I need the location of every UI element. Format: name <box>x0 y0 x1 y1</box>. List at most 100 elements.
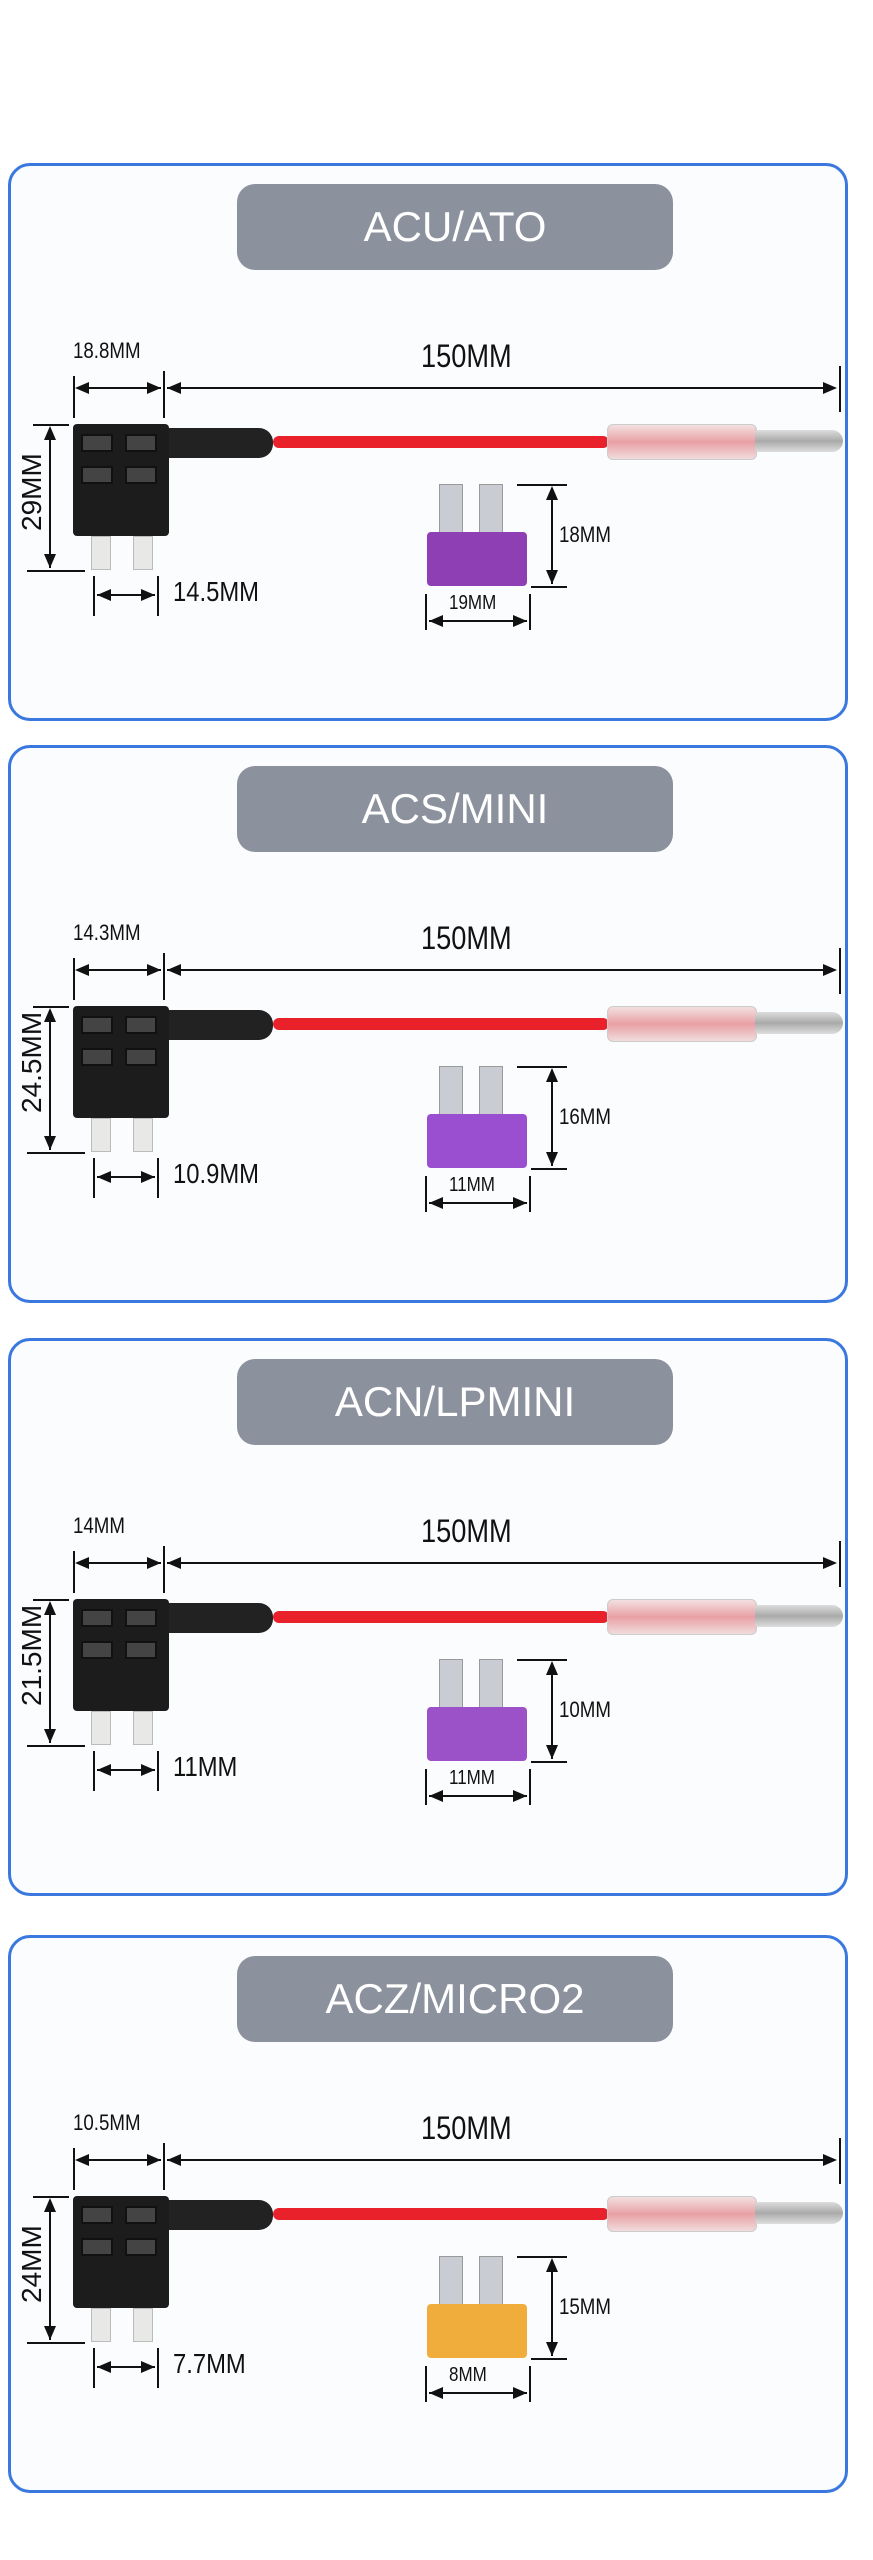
dim-tick <box>157 2348 159 2388</box>
fuse-slot <box>125 2238 157 2256</box>
dim-tick <box>163 953 165 1000</box>
dim-tick <box>163 371 165 418</box>
fuse-tap-panel: ACZ/MICRO2 10.5MM 150MM 24MM <box>8 1935 848 2493</box>
dim-tick <box>425 594 427 630</box>
title-text: ACZ/MICRO2 <box>325 1975 585 2022</box>
arrowhead-icon <box>147 2154 161 2166</box>
blade-prong <box>133 2308 153 2342</box>
fuse-slot <box>125 1016 157 1034</box>
arrowhead-icon <box>167 382 181 394</box>
fuse-width-label: 19MM <box>449 592 497 614</box>
fuse-tap-body <box>73 1599 169 1711</box>
arrowhead-icon <box>546 1661 558 1675</box>
height-label: 24MM <box>16 2225 47 2303</box>
panel-title: ACZ/MICRO2 <box>237 1956 673 2042</box>
prong-width-label: 14.5MM <box>173 576 259 607</box>
height-arrow <box>49 1010 51 1150</box>
fuse-slot <box>81 1016 113 1034</box>
blade-fuse <box>427 1114 527 1168</box>
blade-fuse <box>427 2304 527 2358</box>
fuse-width-arrow <box>429 620 527 622</box>
fuse-tap-body <box>73 1006 169 1118</box>
fuse-height-arrow <box>551 488 553 584</box>
fuse-height-arrow <box>551 1070 553 1166</box>
arrowhead-icon <box>44 1729 56 1743</box>
fuse-width-arrow <box>429 1795 527 1797</box>
panel-title: ACS/MINI <box>237 766 673 852</box>
heat-shrink-boot <box>161 2200 273 2230</box>
heat-shrink-boot <box>161 1010 273 1040</box>
height-label: 21.5MM <box>16 1604 47 1706</box>
dim-tick <box>33 1006 69 1008</box>
arrowhead-icon <box>75 1557 89 1569</box>
fuse-leg <box>479 1659 503 1715</box>
dim-tick <box>425 1176 427 1212</box>
arrowhead-icon <box>429 615 443 627</box>
fuse-slot <box>81 466 113 484</box>
fuse-leg <box>439 2256 463 2312</box>
dim-tick <box>839 366 841 412</box>
arrowhead-icon <box>75 964 89 976</box>
red-wire <box>273 436 609 448</box>
fuse-width-arrow <box>429 1202 527 1204</box>
height-arrow <box>49 2200 51 2340</box>
connector-sleeve <box>607 2196 757 2232</box>
dim-tick <box>425 1769 427 1805</box>
arrowhead-icon <box>167 1557 181 1569</box>
blade-prong <box>91 536 111 570</box>
cable-length-arrow <box>167 1562 835 1564</box>
arrowhead-icon <box>513 1790 527 1802</box>
body-width-arrow <box>77 387 161 389</box>
arrowhead-icon <box>44 1601 56 1615</box>
title-text: ACU/ATO <box>363 203 547 250</box>
dim-tick <box>531 1761 567 1763</box>
dim-tick <box>517 1659 567 1661</box>
red-wire <box>273 1018 609 1030</box>
dim-tick <box>839 1541 841 1587</box>
arrowhead-icon <box>429 1197 443 1209</box>
prong-width-arrow <box>97 1176 155 1178</box>
arrowhead-icon <box>546 486 558 500</box>
blade-prong <box>133 1711 153 1745</box>
arrowhead-icon <box>75 2154 89 2166</box>
fuse-leg <box>479 484 503 540</box>
title-text: ACN/LPMINI <box>334 1378 576 1425</box>
dim-tick <box>73 1551 75 1593</box>
blade-prong <box>91 1711 111 1745</box>
fuse-height-arrow <box>551 1663 553 1759</box>
arrowhead-icon <box>97 1171 111 1183</box>
female-terminal <box>755 430 843 452</box>
arrowhead-icon <box>44 2198 56 2212</box>
fuse-slot <box>125 1048 157 1066</box>
fuse-width-label: 11MM <box>449 1767 495 1789</box>
dim-tick <box>531 586 567 588</box>
fuse-height-label: 16MM <box>559 1104 611 1129</box>
arrowhead-icon <box>75 382 89 394</box>
dim-tick <box>27 570 85 572</box>
fuse-slot <box>125 1641 157 1659</box>
dim-tick <box>73 958 75 1000</box>
blade-prong <box>91 2308 111 2342</box>
blade-fuse <box>427 532 527 586</box>
arrowhead-icon <box>147 1557 161 1569</box>
dim-tick <box>157 1158 159 1198</box>
prong-width-label: 10.9MM <box>173 1158 259 1189</box>
arrowhead-icon <box>429 2387 443 2399</box>
connector-sleeve <box>607 424 757 460</box>
dim-tick <box>93 576 95 616</box>
arrowhead-icon <box>97 1764 111 1776</box>
fuse-slot <box>81 2206 113 2224</box>
dim-tick <box>839 948 841 994</box>
cable-length-arrow <box>167 387 835 389</box>
dim-tick <box>73 2148 75 2190</box>
dim-tick <box>33 2196 69 2198</box>
red-wire <box>273 1611 609 1623</box>
fuse-slot <box>81 434 113 452</box>
fuse-tap-panel: ACN/LPMINI 14MM 150MM 21.5MM <box>8 1338 848 1896</box>
arrowhead-icon <box>97 589 111 601</box>
dim-tick <box>33 1599 69 1601</box>
connector-sleeve <box>607 1599 757 1635</box>
body-width-arrow <box>77 2159 161 2161</box>
arrowhead-icon <box>513 615 527 627</box>
